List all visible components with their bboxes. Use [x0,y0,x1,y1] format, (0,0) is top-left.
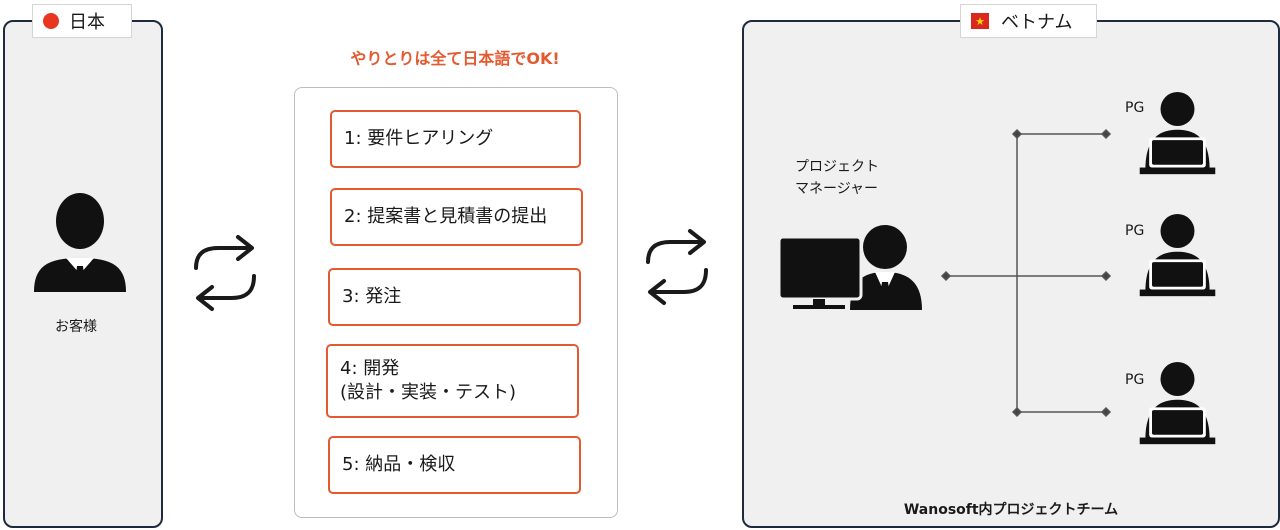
step-1-label: 1: 要件ヒアリング [344,127,494,149]
step-3: 3: 発注 [328,268,581,326]
exchange-right-icon [646,229,708,305]
flow-title: やりとりは全て日本語でOK! [350,49,560,68]
vietnam-tag-label: ベトナム [1001,12,1073,33]
exchange-left-icon [194,235,256,311]
step-4: 4: 開発 (設計・実装・テスト) [326,344,579,418]
step-4-sublabel: (設計・実装・テスト) [340,382,517,403]
step-5: 5: 納品・検収 [328,436,581,494]
japan-flag-icon [43,13,59,29]
team-label: Wanosoft内プロジェクトチーム [903,502,1119,518]
japan-tag: 日本 [32,4,132,38]
pg-icon-2 [1139,214,1216,297]
project-manager-icon [777,225,922,310]
pm-label-line2: マネージャー [795,181,879,197]
vietnam-tag: ★ ベトナム [960,4,1097,38]
step-4-label: 4: 開発 [340,357,400,379]
pg-label-3: PG [1125,372,1145,388]
japan-tag-label: 日本 [69,12,105,33]
pm-label-line1: プロジェクト [795,159,879,175]
step-2: 2: 提案書と見積書の提出 [330,188,583,246]
pg-label-1: PG [1125,100,1145,116]
customer-icon [34,193,126,292]
team-connector-lines [940,128,1112,418]
pg-label-2: PG [1125,223,1145,239]
pg-icon-1 [1139,92,1216,175]
step-5-label: 5: 納品・検収 [342,453,456,475]
customer-label: お客様 [55,319,97,335]
pg-icon-3 [1139,362,1216,445]
vietnam-flag-icon: ★ [971,13,989,29]
step-1: 1: 要件ヒアリング [330,110,581,168]
step-2-label: 2: 提案書と見積書の提出 [344,205,548,227]
step-3-label: 3: 発注 [342,285,402,307]
